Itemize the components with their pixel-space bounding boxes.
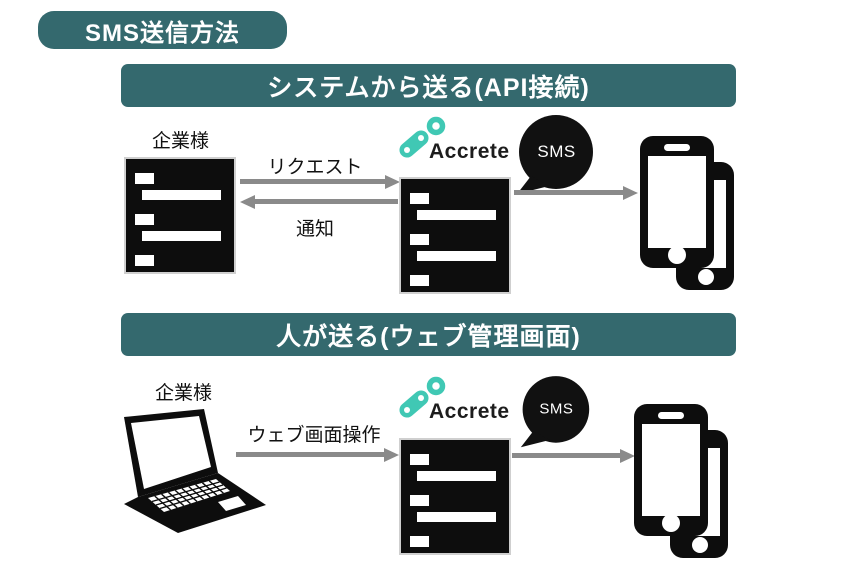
accrete-logo: Accrete — [398, 370, 518, 428]
sms-speech-bubble: SMS — [519, 375, 591, 451]
arrow-right-head-icon — [623, 186, 638, 200]
accrete-brand-text: Accrete — [429, 140, 510, 163]
notify-arrow-label: 通知 — [295, 219, 334, 240]
operate-arrow-label: ウェブ画面操作 — [247, 425, 381, 446]
page-title-badge: SMS送信方法 — [38, 11, 287, 49]
arrow-left-icon — [255, 199, 398, 204]
accrete-brand-text: Accrete — [429, 400, 510, 423]
arrow-right-head-icon — [620, 449, 635, 463]
smartphones-icon — [640, 136, 734, 290]
laptop-icon — [124, 409, 266, 533]
arrow-right-icon — [514, 190, 623, 195]
accrete-logo-icon — [399, 116, 446, 158]
section1-sender-label: 企業様 — [152, 131, 210, 152]
section2-sender-label: 企業様 — [155, 383, 213, 404]
smartphones-icon — [634, 404, 728, 558]
sms-bubble-text: SMS — [537, 141, 576, 161]
server-icon — [399, 438, 511, 555]
accrete-logo-icon — [399, 376, 446, 418]
arrow-right-head-icon — [384, 448, 399, 462]
request-arrow-label: リクエスト — [267, 157, 363, 178]
section2-header: 人が送る(ウェブ管理画面) — [121, 313, 736, 356]
server-icon — [399, 177, 511, 294]
speech-bubble-icon — [520, 376, 590, 448]
arrow-right-icon — [512, 453, 620, 458]
arrow-right-head-icon — [385, 175, 400, 189]
accrete-logo: Accrete — [398, 110, 518, 168]
sms-bubble-text: SMS — [539, 400, 574, 418]
server-icon — [124, 157, 236, 274]
section1-header: システムから送る(API接続) — [121, 64, 736, 107]
speech-bubble-icon — [517, 115, 593, 194]
arrow-right-icon — [236, 452, 384, 457]
arrow-left-head-icon — [240, 195, 255, 209]
sms-speech-bubble: SMS — [515, 114, 595, 198]
arrow-right-icon — [240, 179, 385, 184]
